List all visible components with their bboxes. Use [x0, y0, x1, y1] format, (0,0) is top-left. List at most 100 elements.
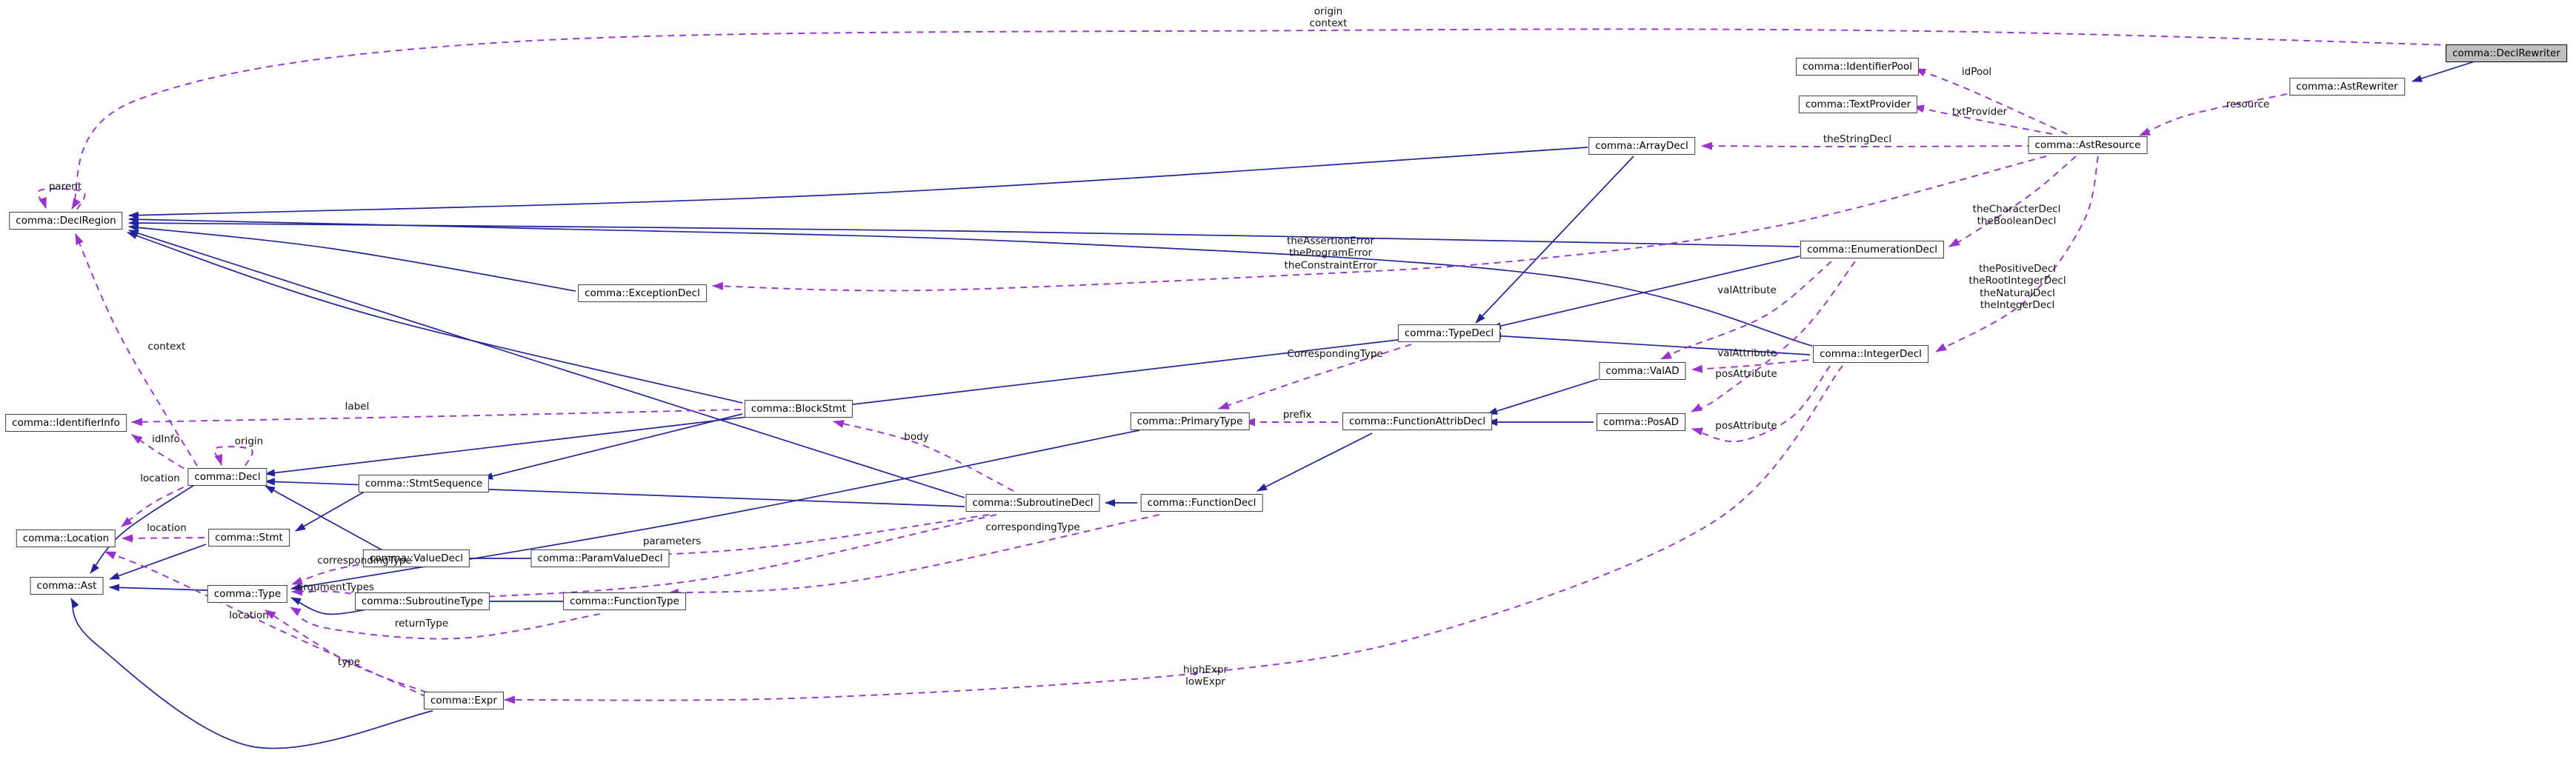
node-functionattribdecl[interactable]: comma::FunctionAttribDecl [1342, 412, 1493, 430]
node-subroutinetype[interactable]: comma::SubroutineType [354, 592, 490, 610]
edge-stmtsequence-stmt [295, 489, 369, 532]
edge-arraydecl-declregion [128, 147, 1588, 219]
edge-functiontype-type [290, 607, 601, 640]
node-enumerationdecl[interactable]: comma::EnumerationDecl [1800, 241, 1945, 258]
edge-expr-type [264, 609, 427, 693]
edge-label-decl-decl: origin [234, 435, 264, 447]
edge-blockstmt-identifierinfo [131, 409, 742, 427]
edge-declrewriter-declregion [71, 28, 2453, 210]
node-expr[interactable]: comma::Expr [424, 692, 504, 709]
edge-subroutinedecl-paramvaluedecl [645, 514, 990, 559]
edge-label-decl-identifierinfo: idInfo [152, 432, 180, 445]
edge-declregion-declregion [37, 187, 86, 210]
edge-label-astresource-enumerationdecl: theCharacterDecl theBooleanDecl [1972, 203, 2061, 227]
edge-label-astresource-arraydecl: theStringDecl [1823, 133, 1892, 145]
node-blockstmt[interactable]: comma::BlockStmt [744, 400, 853, 418]
edge-label-expr-type: type [337, 655, 361, 668]
edge-astresource-textprovider [1913, 104, 2053, 135]
node-astresource[interactable]: comma::AstResource [2028, 136, 2148, 154]
edge-declrewriter-astrewriter [2412, 61, 2475, 82]
edge-subroutinedecl-declregion [128, 230, 965, 498]
edge-astresource-enumerationdecl [1948, 156, 2077, 247]
edge-functiondecl-functiontype [668, 514, 1160, 597]
node-integerdecl[interactable]: comma::IntegerDecl [1813, 345, 1928, 363]
node-declregion[interactable]: comma::DeclRegion [9, 212, 123, 230]
edge-label-typedecl-primarytype: CorrespondingType [1287, 347, 1383, 360]
edge-functionattribdecl-functiondecl [1257, 432, 1373, 492]
edge-astresource-identifierpool [1914, 68, 2068, 135]
edge-label-declregion-declregion: parent [48, 180, 82, 193]
edge-label-stmt-location: location [147, 521, 187, 534]
node-primarytype[interactable]: comma::PrimaryType [1130, 412, 1250, 430]
edge-label-astrewriter-astresource: resource [2226, 98, 2270, 110]
edge-label-astresource-identifierpool: idPool [1961, 65, 1992, 78]
node-identifierinfo[interactable]: comma::IdentifierInfo [5, 414, 127, 432]
edge-label-decl-location: location [140, 472, 180, 484]
node-stmtsequence[interactable]: comma::StmtSequence [358, 475, 490, 492]
edge-label-integerdecl-expr: highExpr lowExpr [1182, 664, 1228, 688]
node-declrewriter[interactable]: comma::DeclRewriter [2446, 44, 2567, 62]
edge-label-subroutinedecl-paramvaluedecl: parameters [642, 535, 702, 547]
edge-decl-ast [90, 484, 195, 574]
edge-label-declrewriter-declregion: origin context [1309, 5, 1348, 30]
node-stmt[interactable]: comma::Stmt [208, 529, 290, 547]
edge-subroutinetype-type [291, 587, 376, 598]
edge-label-subroutinetype-type: argumentTypes [296, 581, 375, 593]
edge-integerdecl-posad [1691, 365, 1831, 443]
node-astrewriter[interactable]: comma::AstRewriter [2289, 78, 2405, 96]
edge-label-expr-location: location [229, 609, 269, 621]
node-arraydecl[interactable]: comma::ArrayDecl [1588, 137, 1695, 155]
edge-expr-location [104, 551, 427, 698]
edge-label-enumerationdecl-valad: valAttribute [1717, 284, 1777, 296]
node-valad[interactable]: comma::ValAD [1599, 362, 1686, 380]
edge-label-astresource-exceptiondecl: theAssertionError theProgramError theCon… [1284, 235, 1377, 272]
node-type[interactable]: comma::Type [207, 585, 288, 603]
edge-typedecl-primarytype [1218, 344, 1412, 410]
edge-label-valuedecl-type: correspondingType [317, 554, 412, 567]
edge-stmt-ast [109, 544, 207, 580]
node-functiontype[interactable]: comma::FunctionType [563, 592, 686, 610]
node-valuedecl[interactable]: comma::ValueDecl [362, 549, 470, 567]
edge-label-enumerationdecl-posad: posAttribute [1715, 367, 1777, 380]
edge-type-ast [109, 584, 208, 592]
node-posad[interactable]: comma::PosAD [1597, 413, 1685, 431]
edge-valuedecl-type [291, 560, 383, 585]
edge-astresource-integerdecl [1935, 156, 2099, 353]
edge-subroutinedecl-blockstmt [833, 420, 1014, 492]
edge-label-astresource-textprovider: txtProvider [1951, 105, 2008, 118]
node-textprovider[interactable]: comma::TextProvider [1798, 96, 1918, 113]
edge-expr-ast [70, 598, 433, 749]
edge-label-astresource-integerdecl: thePositiveDecl theRootIntegerDecl theNa… [1968, 263, 2066, 312]
edge-label-functionattribdecl-primarytype: prefix [1282, 408, 1312, 421]
edge-enumerationdecl-typedecl [1491, 255, 1800, 330]
edge-label-functiontype-type: returnType [394, 617, 449, 629]
edge-integerdecl-typedecl [1491, 332, 1811, 355]
edge-enumerationdecl-valad [1660, 261, 1832, 360]
edge-decl-location [121, 481, 195, 527]
node-paramvaluedecl[interactable]: comma::ParamValueDecl [530, 549, 670, 567]
edge-decl-decl [214, 446, 253, 467]
node-decl[interactable]: comma::Decl [187, 468, 267, 486]
edge-enumerationdecl-declregion [128, 219, 1800, 247]
edge-blockstmt-stmtsequence [482, 413, 743, 480]
node-subroutinedecl[interactable]: comma::SubroutineDecl [965, 494, 1100, 512]
node-identifierpool[interactable]: comma::IdentifierPool [1795, 58, 1920, 76]
node-location[interactable]: comma::Location [16, 530, 116, 547]
edge-arraydecl-typedecl [1475, 156, 1634, 324]
node-ast[interactable]: comma::Ast [30, 577, 104, 595]
edge-label-decl-declregion: context [147, 340, 186, 353]
edge-label-integerdecl-valad: valAttribute [1717, 347, 1777, 359]
edge-integerdecl-valad [1691, 359, 1809, 373]
edge-valad-functionattribdecl [1487, 378, 1599, 415]
edge-integerdecl-expr [504, 365, 1843, 704]
edge-blockstmt-declregion [127, 232, 743, 404]
node-exceptiondecl[interactable]: comma::ExceptionDecl [578, 284, 707, 302]
edge-primarytype-type [290, 430, 1140, 591]
node-typedecl[interactable]: comma::TypeDecl [1397, 324, 1501, 342]
node-functiondecl[interactable]: comma::FunctionDecl [1140, 494, 1263, 512]
edge-label-subroutinedecl-subroutinetype: correspondingType [985, 521, 1080, 533]
edge-label-blockstmt-identifierinfo: label [345, 400, 370, 412]
edge-exceptiondecl-declregion [128, 224, 576, 292]
